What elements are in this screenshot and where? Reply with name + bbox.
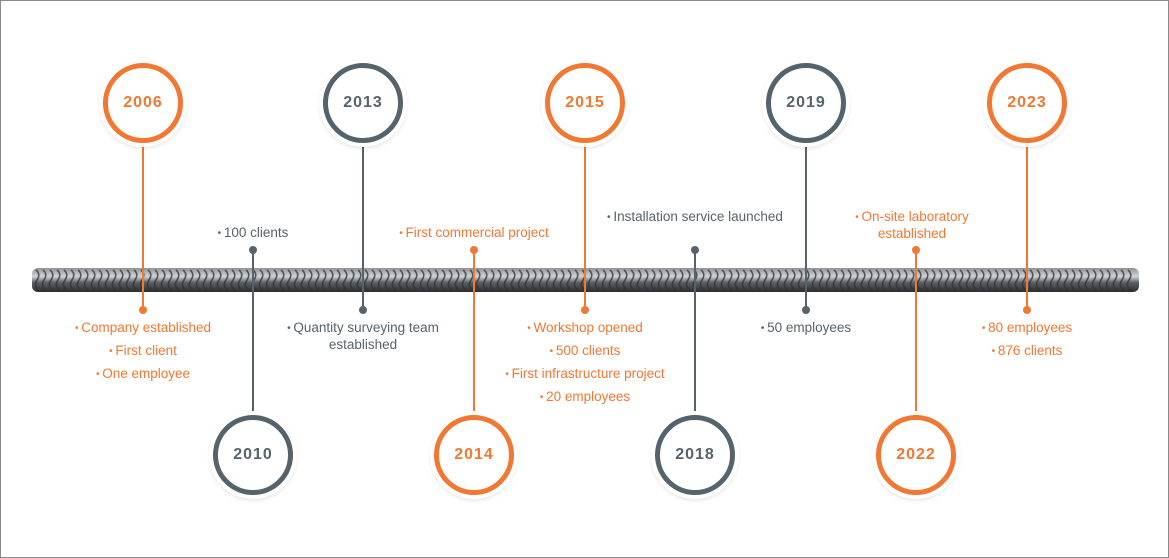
milestone-notes: Workshop opened 500 clients First infras… [465,317,705,409]
year-label: 2006 [123,94,163,111]
note-item: One employee [23,363,263,386]
note-item: First client [23,340,263,363]
year-circle: 2014 [434,415,514,495]
milestone-notes: First commercial project [354,225,594,242]
year-circle: 2018 [655,415,735,495]
connector-line [584,142,586,309]
year-circle: 2015 [545,63,625,143]
timeline-dot [249,246,257,254]
timeline-dot [139,306,147,314]
year-circle: 2019 [766,63,846,143]
note-item: First infrastructure project [465,363,705,386]
note-item: 876 clients [907,340,1147,363]
note-item: Workshop opened [465,317,705,340]
year-circle: 2022 [876,415,956,495]
timeline-dot [359,306,367,314]
year-label: 2022 [896,446,936,463]
timeline-dot [1023,306,1031,314]
milestone-notes: 100 clients [133,225,373,242]
note-item: 80 employees [907,317,1147,340]
timeline-dot [470,246,478,254]
year-label: 2010 [233,446,273,463]
year-label: 2015 [565,94,605,111]
note-item: On-site laboratory established [822,209,1002,242]
milestone-notes: Installation service launched [605,209,785,226]
note-item: Company established [23,317,263,340]
year-label: 2019 [786,94,826,111]
connector-line [252,250,254,416]
year-circle: 2006 [103,63,183,143]
milestone-notes: 50 employees [686,317,926,340]
note-item: 50 employees [686,317,926,340]
year-label: 2018 [675,446,715,463]
timeline-dot [691,246,699,254]
timeline-dot [912,246,920,254]
note-item: 20 employees [465,386,705,409]
year-label: 2013 [343,94,383,111]
timeline-dot [802,306,810,314]
note-item: First commercial project [354,225,594,242]
note-item: 100 clients [133,225,373,242]
year-circle: 2023 [987,63,1067,143]
milestone-notes: Company established First client One emp… [23,317,263,386]
year-label: 2014 [454,446,494,463]
connector-line [1026,142,1028,309]
note-item: 500 clients [465,340,705,363]
note-item: Installation service launched [605,209,785,226]
year-label: 2023 [1007,94,1047,111]
year-circle: 2010 [213,415,293,495]
connector-line [805,142,807,309]
milestone-notes: On-site laboratory established [822,209,1002,242]
note-item: Quantity surveying team established [258,320,468,353]
timeline-dot [581,306,589,314]
year-circle: 2013 [323,63,403,143]
milestone-notes: Quantity surveying team established [258,320,468,353]
milestone-notes: 80 employees 876 clients [907,317,1147,363]
